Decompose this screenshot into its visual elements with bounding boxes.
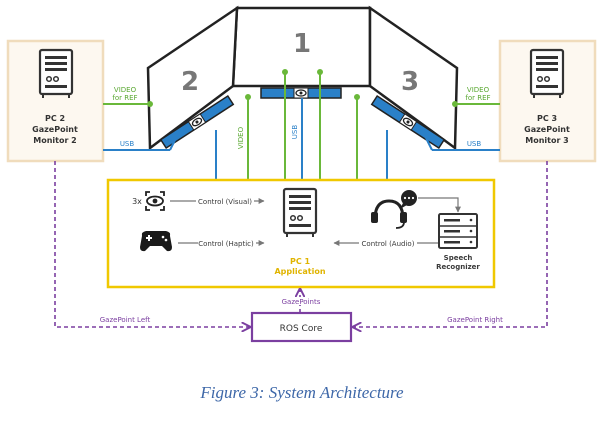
- video-ref-left-label-2: for REF: [112, 94, 137, 102]
- ros-core-node: ROS Core: [250, 311, 353, 343]
- pc2-label-2: GazePoint: [32, 125, 78, 134]
- speech-bubble-icon: [400, 190, 417, 209]
- system-architecture-diagram: PC 2 GazePoint Monitor 2 PC 3 GazePoint …: [6, 5, 597, 343]
- monitor-right: 3: [368, 5, 459, 151]
- pc2-label-3: Monitor 2: [33, 136, 77, 145]
- video-ref-left-label-1: VIDEO: [114, 86, 137, 94]
- pc3-links: VIDEO for REF USB: [425, 86, 500, 151]
- pc3-label-1: PC 3: [537, 114, 557, 123]
- monitor-right-number: 3: [401, 67, 419, 97]
- video-vertical-label: VIDEO: [237, 126, 245, 149]
- eye-icon: [145, 191, 165, 211]
- speech-recognizer-label-1: Speech: [444, 254, 473, 262]
- pc2-label-1: PC 2: [45, 114, 65, 123]
- monitor-cables: VIDEO USB: [215, 69, 388, 180]
- usb-vertical-label: USB: [291, 125, 299, 140]
- eye-tracker-center: [260, 87, 342, 99]
- control-visual-label: Control (Visual): [198, 198, 252, 206]
- control-audio-label: Control (Audio): [362, 240, 415, 248]
- pc2-node: PC 2 GazePoint Monitor 2: [6, 39, 105, 163]
- pc1-application-box: 3x Control (Visual) Control (Haptic) PC …: [106, 178, 496, 289]
- pc3-node: PC 3 GazePoint Monitor 3: [498, 39, 597, 163]
- gazepoints-label: GazePoints: [282, 298, 321, 306]
- gazepoint-right-label: GazePoint Right: [447, 316, 503, 324]
- pc2-links: VIDEO for REF USB: [103, 86, 177, 151]
- monitor-left-number: 2: [181, 67, 199, 97]
- visual-count-label: 3x: [132, 197, 142, 206]
- gamepad-icon: [140, 231, 172, 252]
- pc1-label-1: PC 1: [290, 257, 311, 266]
- pc1-label-2: Application: [274, 267, 325, 276]
- video-ref-right-label-2: for REF: [465, 94, 490, 102]
- video-ref-right-label-1: VIDEO: [467, 86, 490, 94]
- pc3-label-2: GazePoint: [524, 125, 570, 134]
- gazepoint-left-label: GazePoint Left: [100, 316, 151, 324]
- monitor-center: 1: [231, 6, 372, 88]
- speech-recognizer-icon: [438, 213, 478, 249]
- usb-left-label: USB: [120, 140, 135, 148]
- usb-right-label: USB: [467, 140, 482, 148]
- pc1-tower-icon: [282, 187, 318, 239]
- monitor-left: 2: [146, 5, 239, 151]
- speech-recognizer-label-2: Recognizer: [436, 263, 480, 271]
- control-haptic-label: Control (Haptic): [198, 240, 254, 248]
- pc3-label-3: Monitor 3: [525, 136, 569, 145]
- monitor-center-number: 1: [293, 29, 311, 59]
- headset-icon: [371, 199, 407, 229]
- figure-caption: Figure 3: System Architecture: [200, 383, 404, 402]
- ros-links: GazePoints GazePoint Left GazePoint Righ…: [54, 161, 548, 327]
- ros-core-label: ROS Core: [280, 324, 323, 334]
